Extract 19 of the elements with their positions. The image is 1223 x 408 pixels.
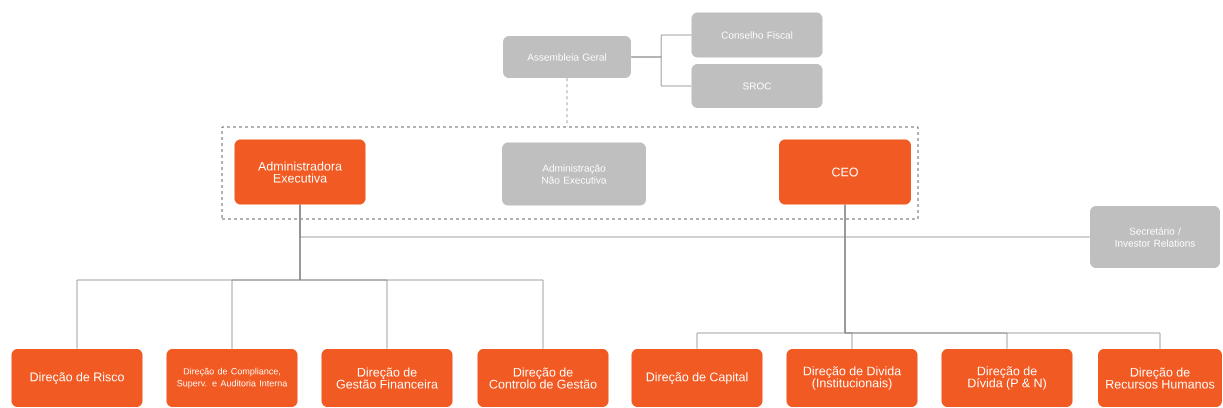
connector-line [630,56,692,87]
group-frame [221,126,919,220]
role-box: Direção de Recursos Humanos [1098,349,1222,407]
role-box: Direção de Capital [631,349,763,407]
role-box: Direção de Gestão Financeira [321,349,453,407]
role-box: Direção de Risco [11,349,143,407]
role-box: Direção de Compliance, Superv. e Auditoria Interna [166,349,298,407]
connector-line [299,204,544,350]
role-box: Administradora Executiva [234,139,366,205]
connector-line [844,204,1161,350]
role-box: Assembleia Geral [503,36,631,78]
role-box: Direção de Divida (Institucionais) [786,349,918,407]
connector-line [566,77,568,127]
role-box: CEO [779,139,911,205]
role-box: Conselho Fiscal [691,12,823,58]
role-box: Direção de Dívida (P & N) [941,349,1073,407]
role-box: Secretário / Investor Relations [1090,206,1220,268]
role-box: SROC [691,64,823,108]
role-box: Direção de Controlo de Gestão [477,349,609,407]
